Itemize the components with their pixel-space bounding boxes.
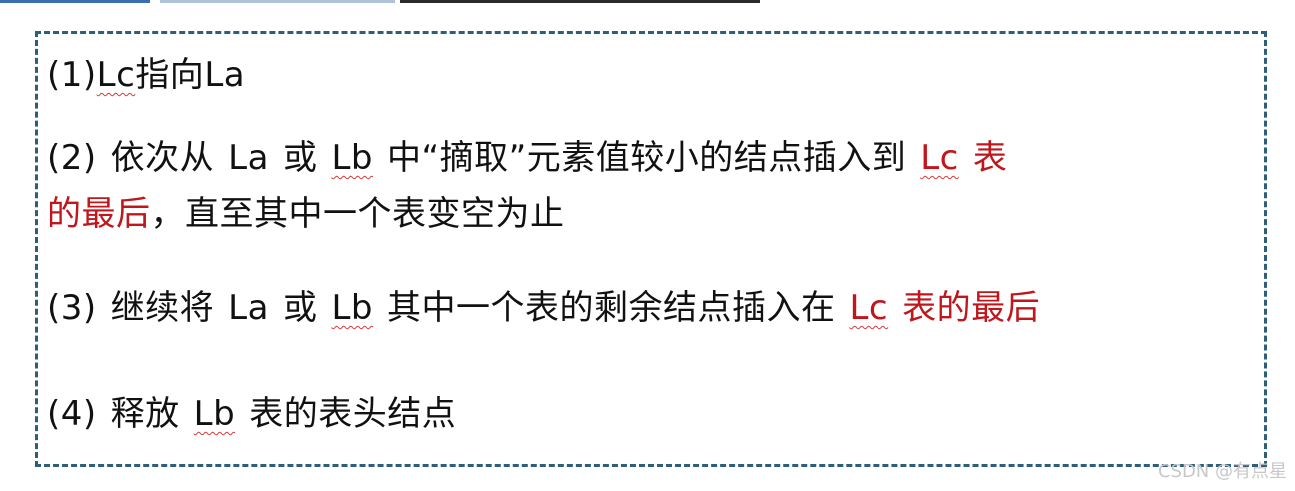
top-strip-segment: [160, 0, 395, 3]
step-4: (4) 释放 Lb 表的表头结点: [47, 392, 456, 436]
step-2-text-a: 依次从: [110, 138, 215, 178]
top-strip-segment: [0, 0, 150, 3]
step-2-continued: 的最后，直至其中一个表变空为止: [47, 192, 565, 236]
step-3-or: 或: [282, 288, 318, 328]
step-1: (1)Lc指向La: [47, 53, 245, 97]
step-2-lb: Lb: [331, 138, 373, 178]
step-2-text-c: ，直至其中一个表变空为止: [150, 194, 565, 234]
step-2-la: La: [228, 138, 269, 178]
step-2: (2) 依次从 La 或 Lb 中“摘取”元素值较小的结点插入到 Lc 表: [47, 136, 1007, 180]
step-3-lb: Lb: [331, 288, 373, 328]
step-2-or: 或: [282, 138, 318, 178]
step-1-lc: Lc: [96, 55, 136, 95]
step-3-red-a: 表的最后: [902, 288, 1041, 328]
step-2-text-b: 中“摘取”元素值较小的结点插入到: [386, 138, 907, 178]
watermark: CSDN @有点星: [1157, 461, 1287, 482]
top-strip-segment: [400, 0, 760, 3]
step-3-text-b: 其中一个表的剩余结点插入在: [386, 288, 836, 328]
step-4-text-b: 表的表头结点: [249, 394, 457, 434]
step-1-la: La: [204, 55, 246, 95]
step-4-number: (4): [47, 394, 97, 434]
step-3-la: La: [228, 288, 269, 328]
step-4-text-a: 释放: [110, 394, 180, 434]
step-2-red-a: 表: [972, 138, 1008, 178]
step-1-number: (1): [47, 55, 97, 95]
dashed-frame: [35, 31, 1267, 467]
step-3-text-a: 继续将: [110, 288, 215, 328]
step-3: (3) 继续将 La 或 Lb 其中一个表的剩余结点插入在 Lc 表的最后: [47, 286, 1040, 330]
step-2-number: (2): [47, 138, 97, 178]
step-2-lc: Lc: [920, 138, 959, 178]
step-3-lc: Lc: [849, 288, 889, 328]
step-4-lb: Lb: [193, 394, 236, 434]
step-2-red-b: 的最后: [47, 194, 151, 234]
step-1-text: 指向: [135, 55, 205, 95]
top-strip: [0, 0, 1295, 3]
step-3-number: (3): [47, 288, 97, 328]
